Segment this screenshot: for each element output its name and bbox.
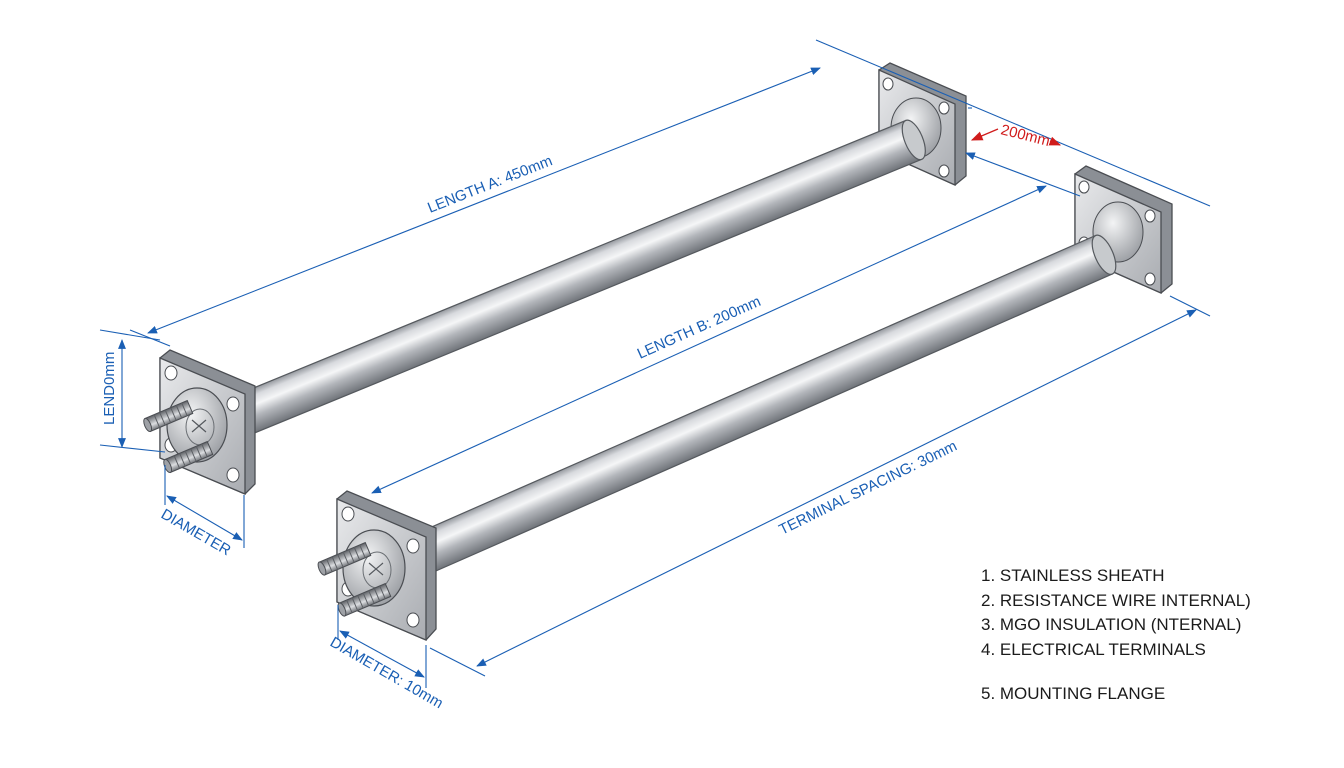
flange-height-label: LEND0mm	[101, 352, 118, 425]
flange-offset-label: 200mm	[999, 121, 1052, 150]
flange-offset-dimension: 200mm	[970, 121, 1062, 150]
parts-legend: 1. STAINLESS SHEATH 2. RESISTANCE WIRE I…	[981, 564, 1251, 707]
legend-item-electrical-terminals: 4. ELECTRICAL TERMINALS	[981, 639, 1206, 659]
diameter-upper-label: DIAMETER	[158, 506, 234, 560]
electrical-terminals-upper	[143, 399, 214, 474]
diameter-lower-dimension-line	[339, 630, 425, 678]
length-b-label: LENGTH B: 200mm	[635, 293, 764, 363]
terminal-spacing-dimension-line	[476, 309, 1197, 667]
dimension-lines	[99, 39, 1211, 688]
terminal-spacing-label: TERMINAL SPACING: 30mm	[776, 437, 960, 538]
legend-item-stainless-sheath: 1. STAINLESS SHEATH	[981, 566, 1165, 585]
mounting-flange-near-upper	[159, 349, 256, 495]
diameter-lower-label: DIAMETER: 10mm	[327, 634, 446, 712]
legend-item-mgo-insulation: 3. MGO INSULATION (NTERNAL)	[981, 615, 1242, 634]
electrical-terminals-lower	[317, 541, 392, 617]
length-a-label: LENGTH A: 450mm	[425, 152, 555, 216]
diameter-upper-dimension-line	[166, 495, 243, 541]
mounting-flange-near-lower	[336, 490, 437, 641]
legend-item-resistance-wire: 2. RESISTANCE WIRE INTERNAL)	[981, 590, 1251, 610]
legend-item-mounting-flange: 5. MOUNTING FLANGE	[981, 684, 1166, 703]
